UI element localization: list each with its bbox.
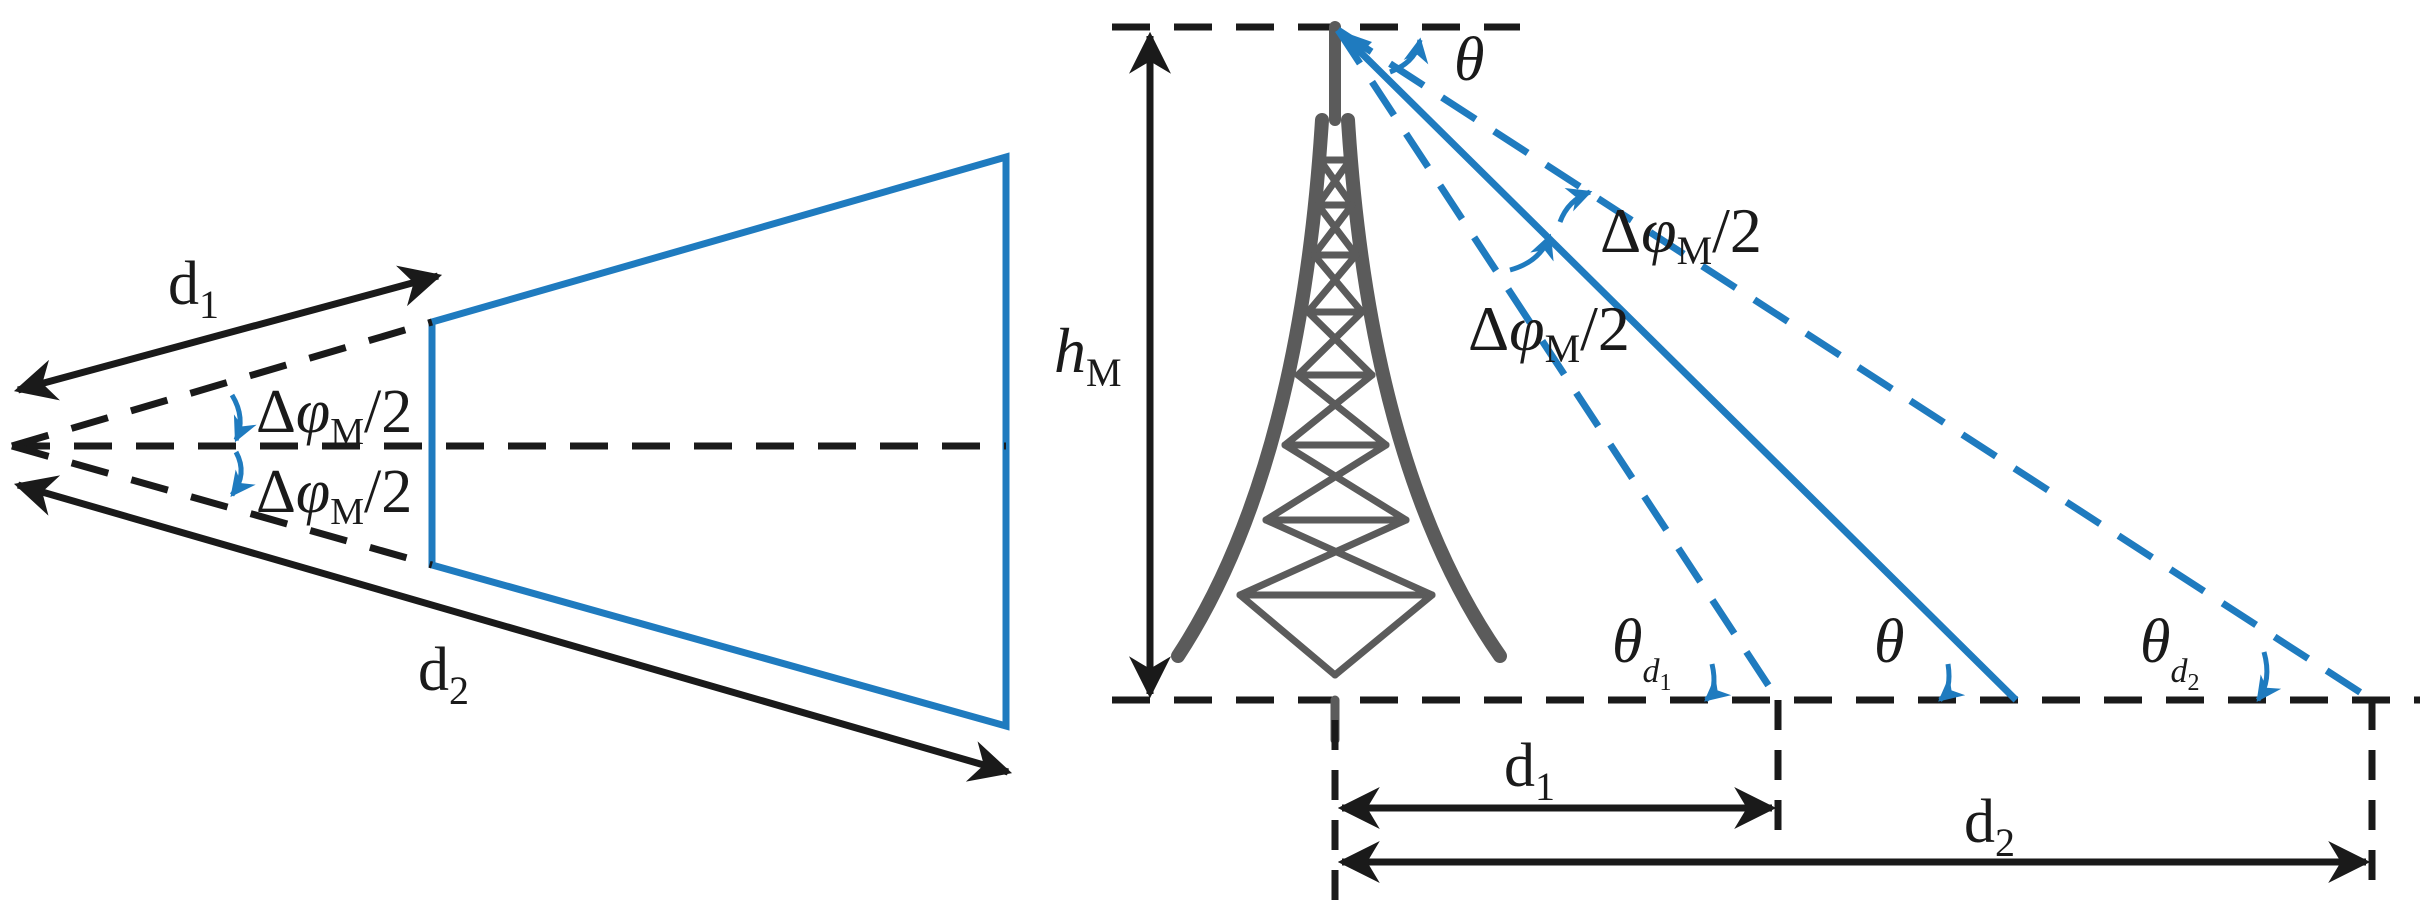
- half-beamwidth-arc-b: [1509, 233, 1554, 273]
- boresight-ray: [1335, 27, 2019, 703]
- theta-d2-label: θd2: [2140, 608, 2199, 696]
- half-beamwidth-label-lower: ΔφM/2: [256, 458, 412, 533]
- theta-label-top: θ: [1454, 26, 1484, 94]
- d1-arrow: [13, 265, 443, 401]
- side-view-panel: θ hM ΔφM/2 ΔφM/2 θd1 θ θd2 d1 d2: [1054, 21, 2420, 900]
- theta-arc-ground: [1938, 663, 1966, 702]
- half-beamwidth-arc-a: [1557, 187, 1593, 223]
- half-beamwidth-label-a: ΔφM/2: [1600, 195, 1762, 273]
- theta-d1-label: θd1: [1612, 608, 1671, 696]
- ground-d1-label: d1: [1504, 732, 1555, 809]
- theta-arc-top: [1389, 37, 1429, 75]
- beam-edge-near: [1335, 28, 1781, 702]
- half-beamwidth-arc-upper: [229, 393, 257, 443]
- half-beamwidth-label-upper: ΔφM/2: [256, 378, 412, 453]
- beam-footprint: [428, 152, 1010, 731]
- half-beamwidth-label-b: ΔφM/2: [1468, 293, 1630, 371]
- ground-d2-label: d2: [1964, 788, 2015, 865]
- d2-label: d2: [418, 636, 469, 713]
- height-label: hM: [1054, 315, 1122, 395]
- tower: [1171, 21, 1507, 745]
- top-view-panel: d1 ΔφM/2 ΔφM/2 d2: [11, 152, 1013, 782]
- half-beamwidth-arc-lower: [229, 450, 256, 497]
- ray-origin-arrowhead: [1338, 30, 1372, 58]
- beam-edge-far: [1336, 27, 2374, 703]
- theta-label-ground: θ: [1874, 608, 1904, 676]
- theta-d2-arc: [2255, 651, 2282, 703]
- theta-d1-arc: [1704, 663, 1732, 702]
- d2-arrow: [13, 475, 1013, 782]
- d1-label: d1: [168, 250, 219, 327]
